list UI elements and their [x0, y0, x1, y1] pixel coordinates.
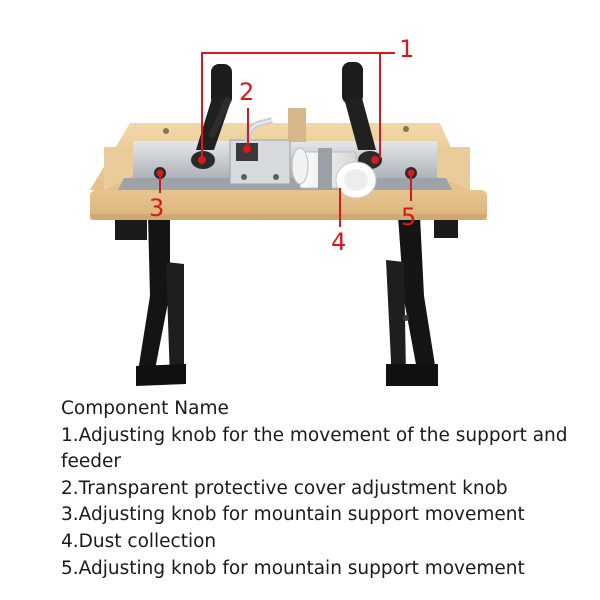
- caption-item-3: 3.Adjusting knob for mountain support mo…: [61, 504, 525, 526]
- aluminum-fence: [118, 108, 452, 190]
- callout-3-label: 3: [149, 194, 164, 222]
- router-table-figure: 1 2 3 4 5: [90, 35, 487, 386]
- caption-item-5: 5.Adjusting knob for mountain support mo…: [61, 557, 525, 579]
- caption-item-2: 2.Transparent protective cover adjustmen…: [61, 477, 508, 499]
- caption-item-4: 4.Dust collection: [61, 530, 217, 552]
- callout-2-label: 2: [239, 78, 254, 106]
- callout-leaders: [159, 52, 412, 227]
- component-caption: Component Name 1.Adjusting knob for the …: [61, 396, 591, 582]
- callout-4-label: 4: [331, 228, 346, 256]
- right-hold-down-clamp: [342, 62, 382, 169]
- callout-1-label: 1: [399, 35, 414, 63]
- caption-item-1: 1.Adjusting knob for the movement of the…: [61, 424, 568, 473]
- steel-stand: [115, 216, 458, 386]
- callout-5-label: 5: [401, 203, 416, 231]
- caption-heading: Component Name: [61, 398, 229, 419]
- dust-collection-port: [291, 147, 377, 199]
